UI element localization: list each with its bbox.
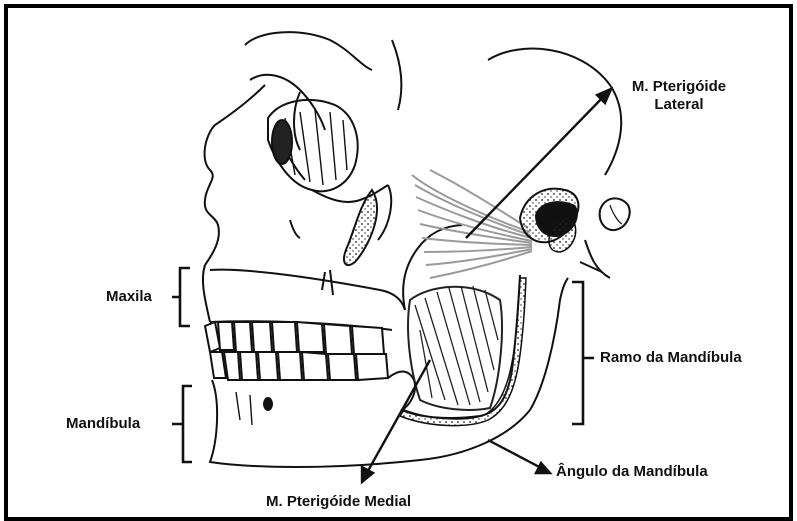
- teeth-upper: [205, 322, 384, 354]
- label-angulo-mandibula: Ângulo da Mandíbula: [556, 463, 708, 481]
- label-pterygoid-lateral: M. Pterigóide Lateral: [614, 78, 744, 114]
- label-mandibula: Mandíbula: [66, 415, 140, 433]
- teeth-lower: [210, 352, 388, 380]
- ramus: [403, 225, 462, 310]
- bracket-ramo: [572, 282, 594, 424]
- label-maxila: Maxila: [106, 288, 152, 306]
- zygomatic: [290, 185, 391, 295]
- orbit: [268, 100, 358, 191]
- lateral-pterygoid-muscle: [412, 170, 532, 278]
- label-pterygoid-medial: M. Pterigóide Medial: [266, 493, 411, 511]
- bracket-maxila: [172, 268, 190, 326]
- tmj-condyle: [520, 189, 630, 278]
- bracket-mandibula: [172, 386, 192, 462]
- mandible-dotted-border: [400, 278, 526, 426]
- cranium-outline: [245, 32, 621, 175]
- label-ramo-mandibula: Ramo da Mandíbula: [600, 349, 742, 367]
- medial-pterygoid-muscle: [408, 286, 502, 410]
- maxilla: [210, 270, 405, 330]
- arrow-angulo: [488, 440, 550, 473]
- label-pterygoid-lateral-line1: M. Pterigóide: [614, 78, 744, 96]
- label-pterygoid-lateral-line2: Lateral: [614, 96, 744, 114]
